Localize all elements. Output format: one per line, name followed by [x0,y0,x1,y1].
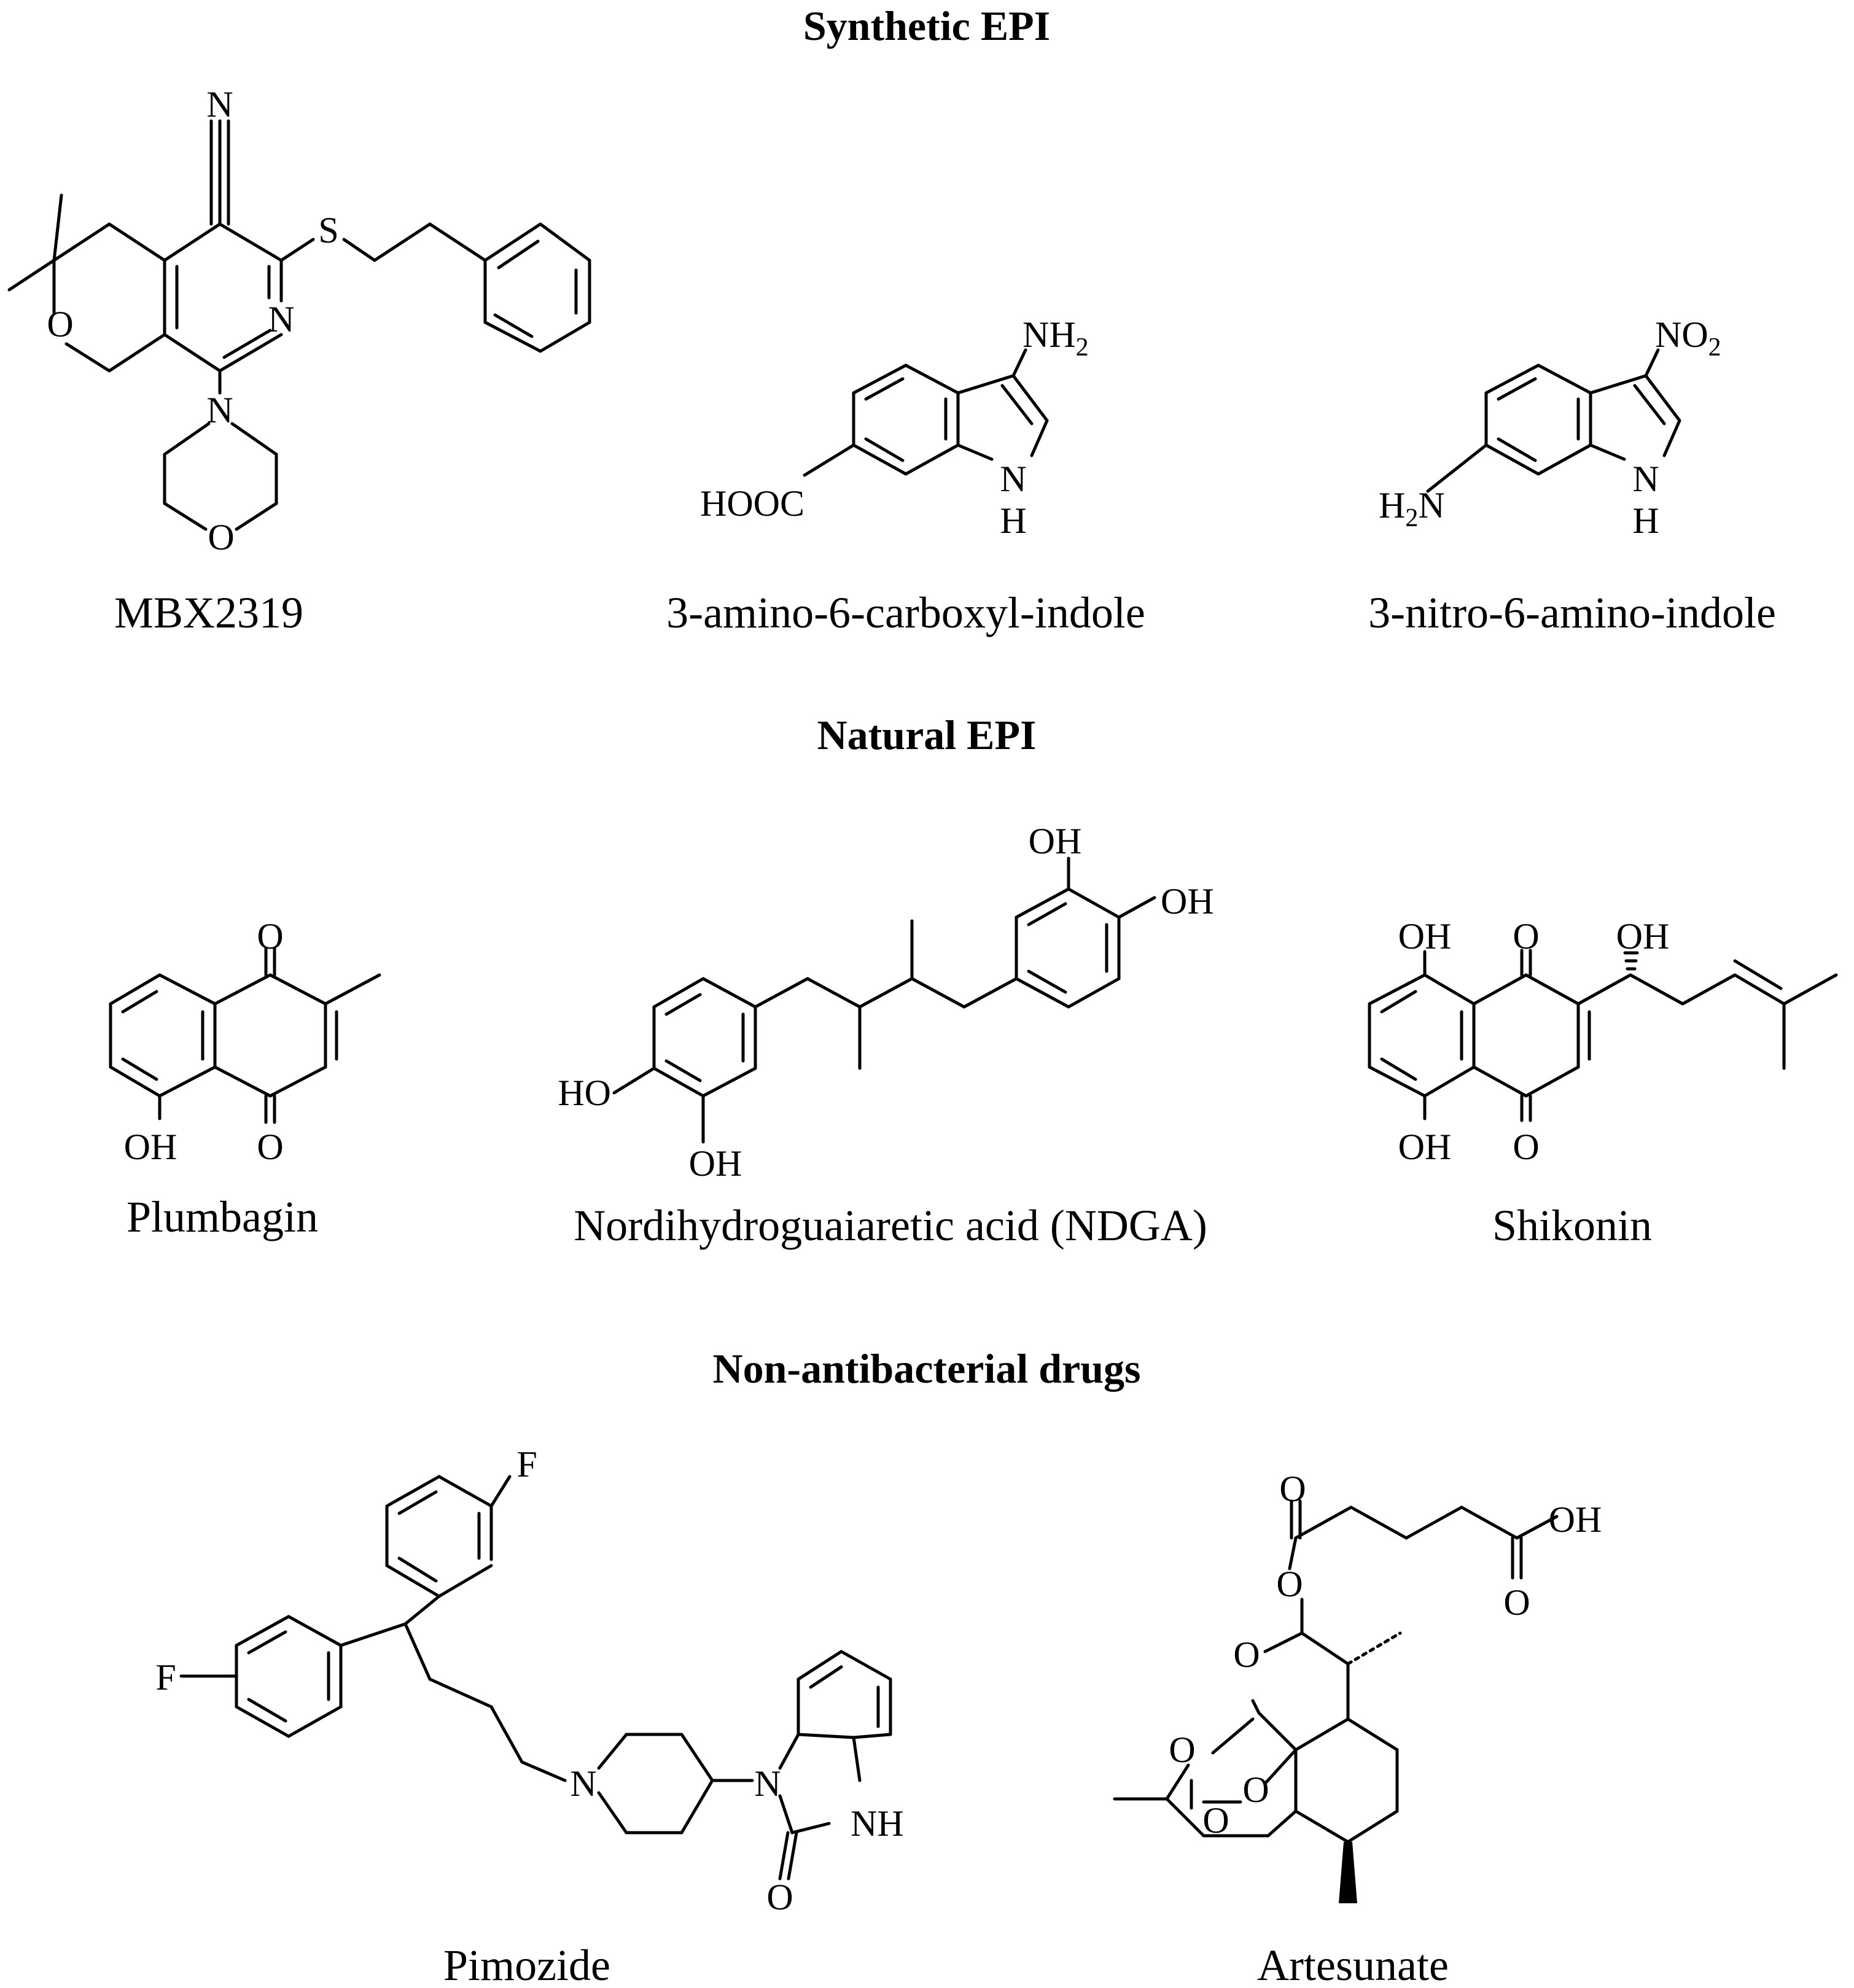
atom-label: H [1000,500,1026,541]
wedge-bond [1339,1842,1357,1903]
section-title-nonantibacterial: Non-antibacterial drugs [713,1345,1141,1392]
section-title-natural: Natural EPI [817,712,1037,758]
atom-label: O [1513,1127,1539,1167]
atom-label: O [1279,1469,1306,1509]
section-title-synthetic: Synthetic EPI [803,2,1050,49]
atom-label: O [1233,1634,1260,1675]
atom-label: O [208,517,234,557]
atom-label: OH [124,1127,177,1167]
atom-label: N [1000,459,1026,499]
caption-pimozide: Pimozide [443,1941,610,1988]
atom-label: OH [1549,1499,1602,1540]
structure-pimozide: F F N N NH O [155,1444,903,1917]
atom-label: NH [851,1803,904,1844]
atom-label: O [1503,1582,1530,1623]
caption-nitro-amino-indole: 3-nitro-6-amino-indole [1368,588,1776,637]
atom-label: O [1169,1730,1195,1770]
atom-label: HOOC [700,483,804,524]
structure-amino-carboxyl-indole: HOOC NH2 N H [700,314,1089,541]
structure-mbx2319: N S N O N O [7,84,591,557]
caption-ndga: Nordihydroguaiaretic acid (NDGA) [574,1201,1207,1250]
atom-label: N [206,84,233,125]
caption-mbx2319: MBX2319 [114,588,303,637]
atom-label: O [1513,916,1539,957]
structure-shikonin: OH O OH OH O [1368,916,1838,1167]
atom-label: O [766,1877,793,1917]
atom-label: N [206,390,233,430]
caption-artesunate: Artesunate [1257,1941,1449,1988]
atom-label: F [155,1657,176,1698]
atom-label: O [257,1127,283,1167]
atom-label: OH [1029,821,1082,861]
atom-label: O [1202,1800,1229,1841]
atom-label: F [516,1444,537,1485]
atom-label: O [1276,1564,1303,1604]
structure-nitro-amino-indole: H2N NO2 N H [1379,314,1721,541]
atom-label: N [268,299,294,340]
atom-label: N [754,1763,781,1804]
atom-label: HO [558,1073,611,1113]
caption-plumbagin: Plumbagin [127,1192,318,1241]
atom-label: S [318,210,338,250]
structure-plumbagin: O O OH [109,916,381,1167]
atom-label: O [257,916,283,957]
atom-label: H [1632,500,1659,541]
atom-label: OH [1161,881,1214,922]
atom-label: OH [689,1143,742,1184]
atom-label: N [1632,459,1659,499]
atom-label: O [47,304,73,344]
atom-label: H2N [1379,485,1445,532]
atom-label: OH [1616,916,1670,957]
atom-label: OH [1398,1127,1452,1167]
atom-label: OH [1398,916,1452,957]
structure-artesunate: O O OH O O O O O [1113,1469,1602,1903]
caption-amino-carboxyl-indole: 3-amino-6-carboxyl-indole [666,588,1145,637]
atom-label: NH2 [1022,314,1089,362]
atom-label: O [1242,1769,1269,1810]
caption-shikonin: Shikonin [1492,1201,1652,1250]
atom-label: NO2 [1655,314,1721,362]
atom-label: N [570,1763,596,1804]
structure-ndga: HO OH OH OH [558,821,1213,1184]
